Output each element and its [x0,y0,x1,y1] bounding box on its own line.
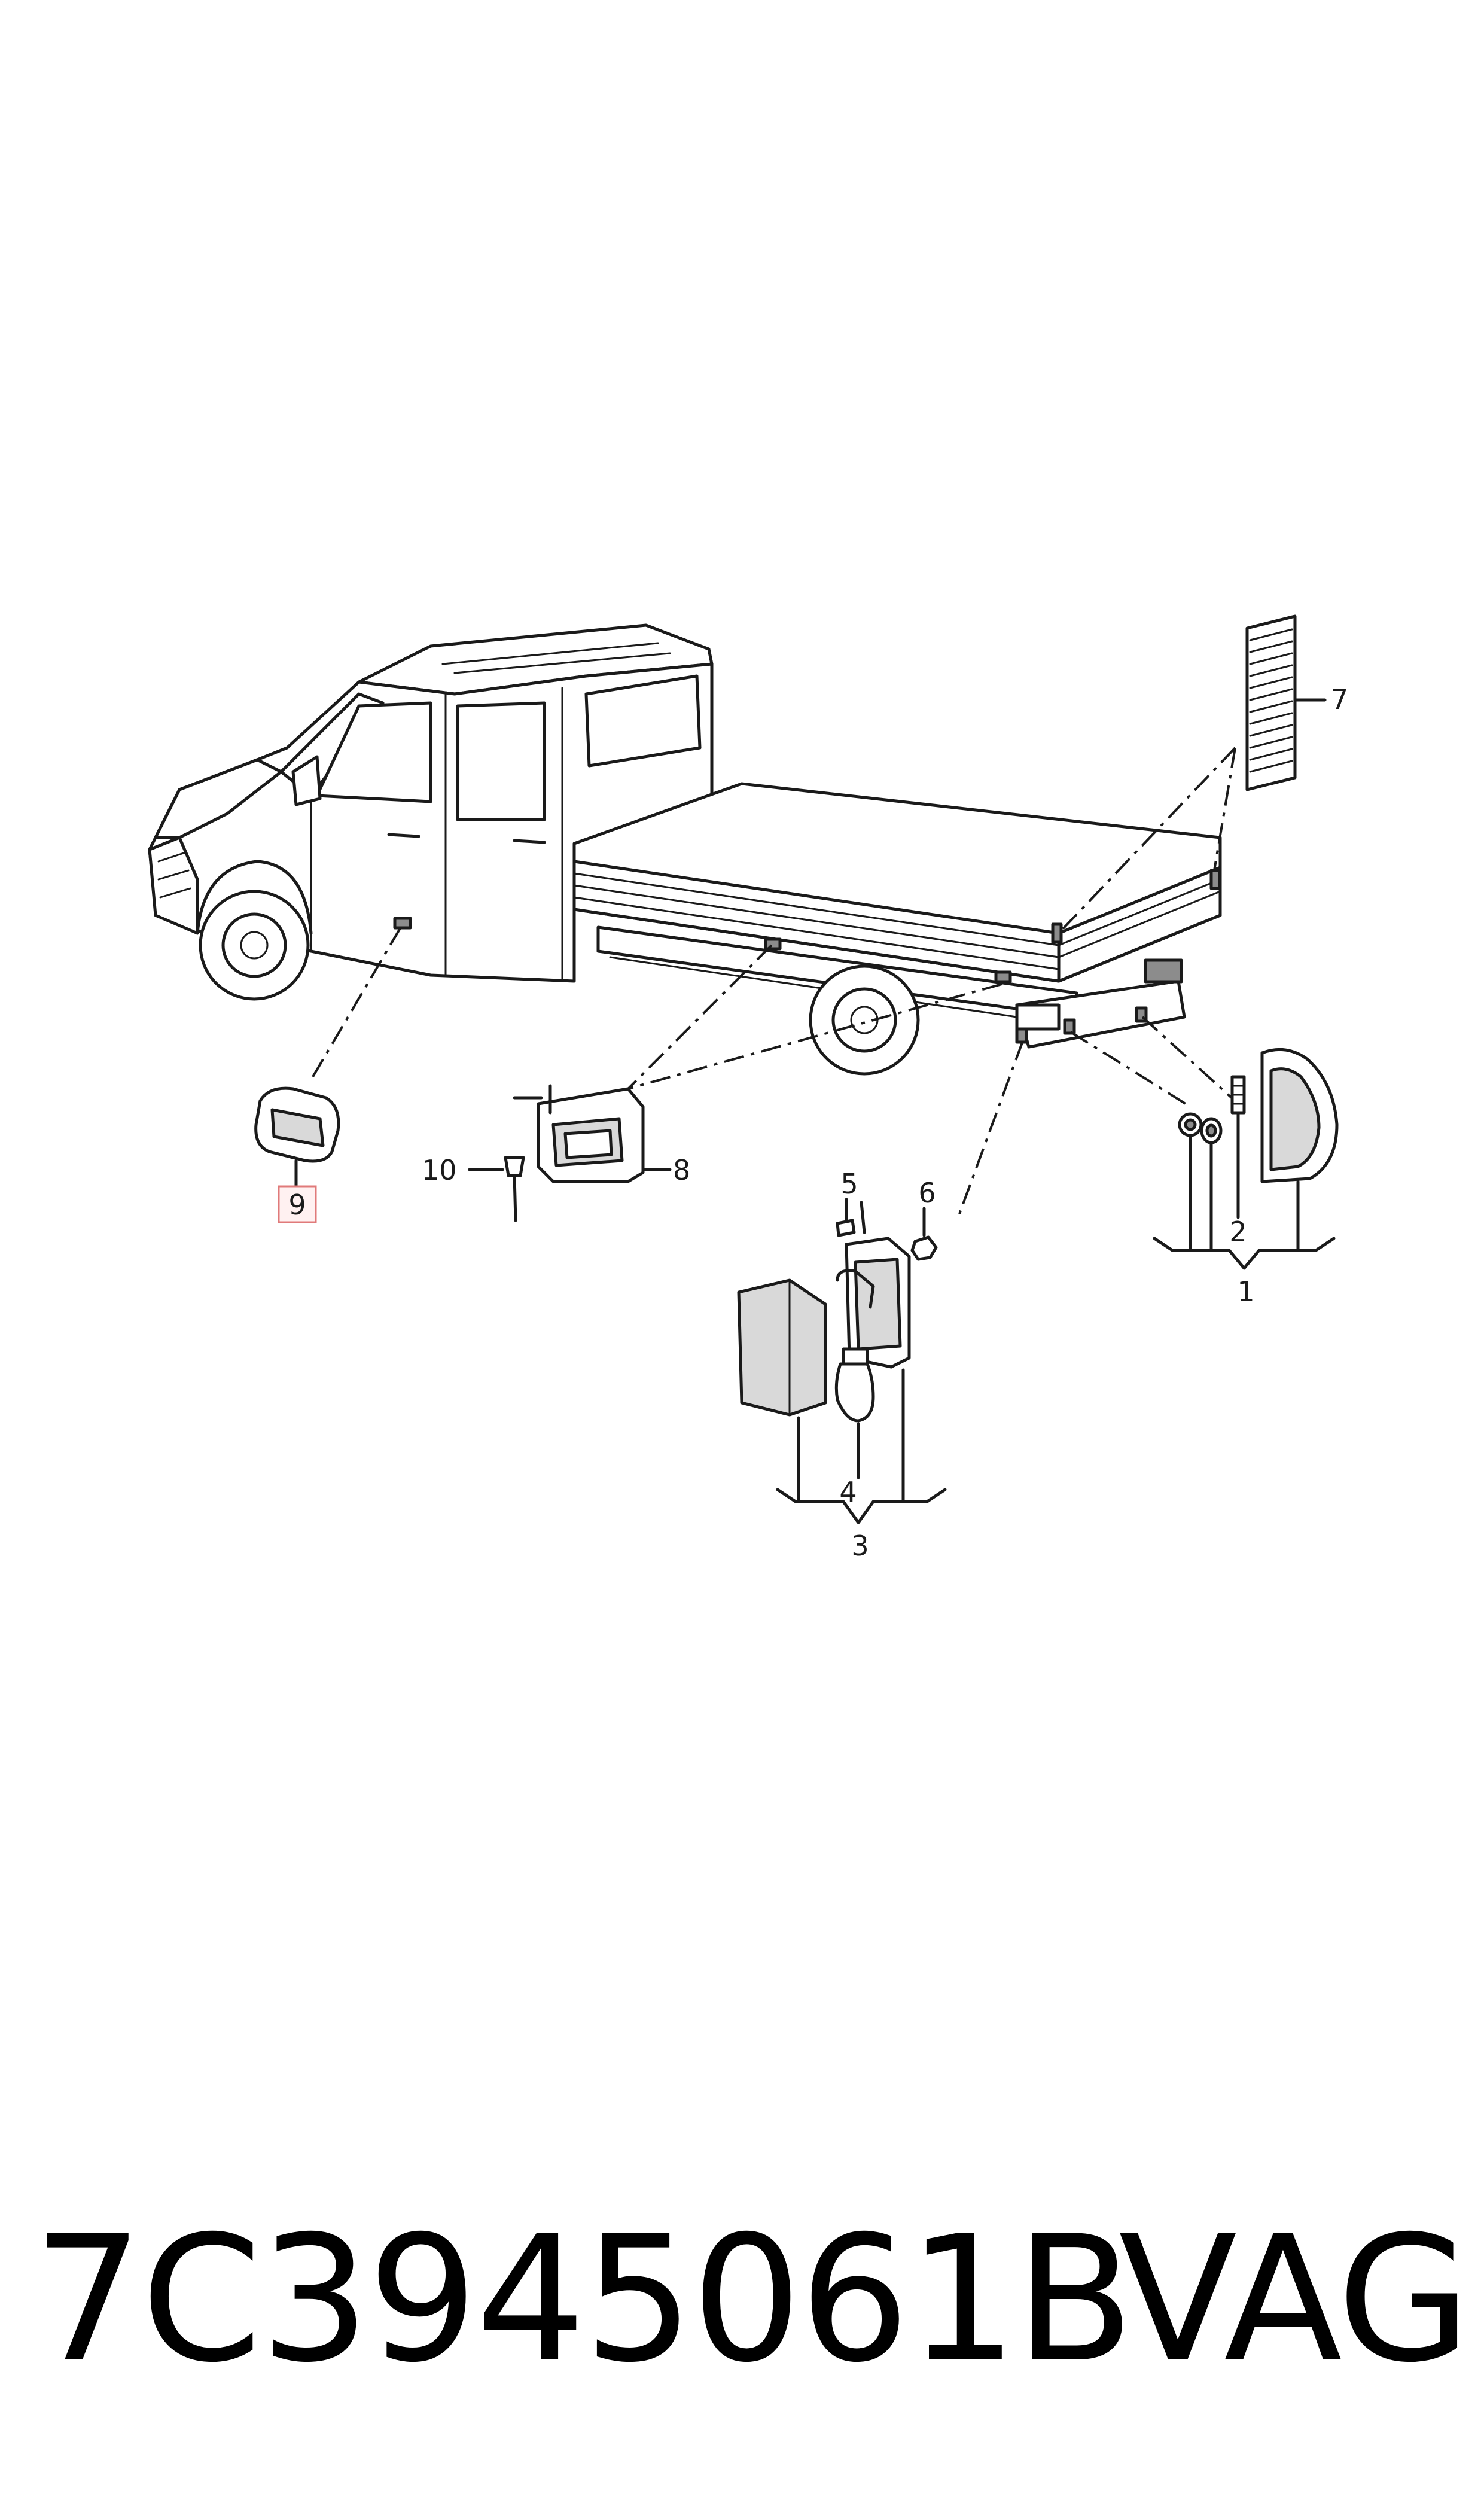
rear-lamp-assembly-part [1153,1048,1339,1270]
callout-3: 3 [851,1530,869,1562]
callout-5: 5 [840,1168,858,1200]
licence-plate-lamp-assembly-part [737,1198,947,1524]
reflector-strip-part [1245,614,1327,791]
leader-lines [310,747,1239,1221]
callout-6: 6 [918,1177,936,1209]
callout-9-highlight [278,1185,317,1223]
callout-1: 1 [1237,1275,1254,1308]
side-marker-lens-part [254,1086,340,1189]
part-number-label: 7C3945061B [33,2199,1134,2401]
callout-2: 2 [1229,1216,1247,1248]
marker-lamp-assembly-part [468,1084,672,1222]
callout-8: 8 [673,1154,690,1186]
callout-7: 7 [1331,683,1348,715]
double-cab-pickup-truck [148,623,1222,1076]
callout-9: 9 [288,1189,306,1221]
callout-labels: 1 2 3 4 5 6 7 8 9 10 [278,683,1348,1562]
callout-4: 4 [839,1476,857,1508]
brand-label: VAG [1119,2199,1471,2401]
callout-10: 10 [422,1154,457,1186]
